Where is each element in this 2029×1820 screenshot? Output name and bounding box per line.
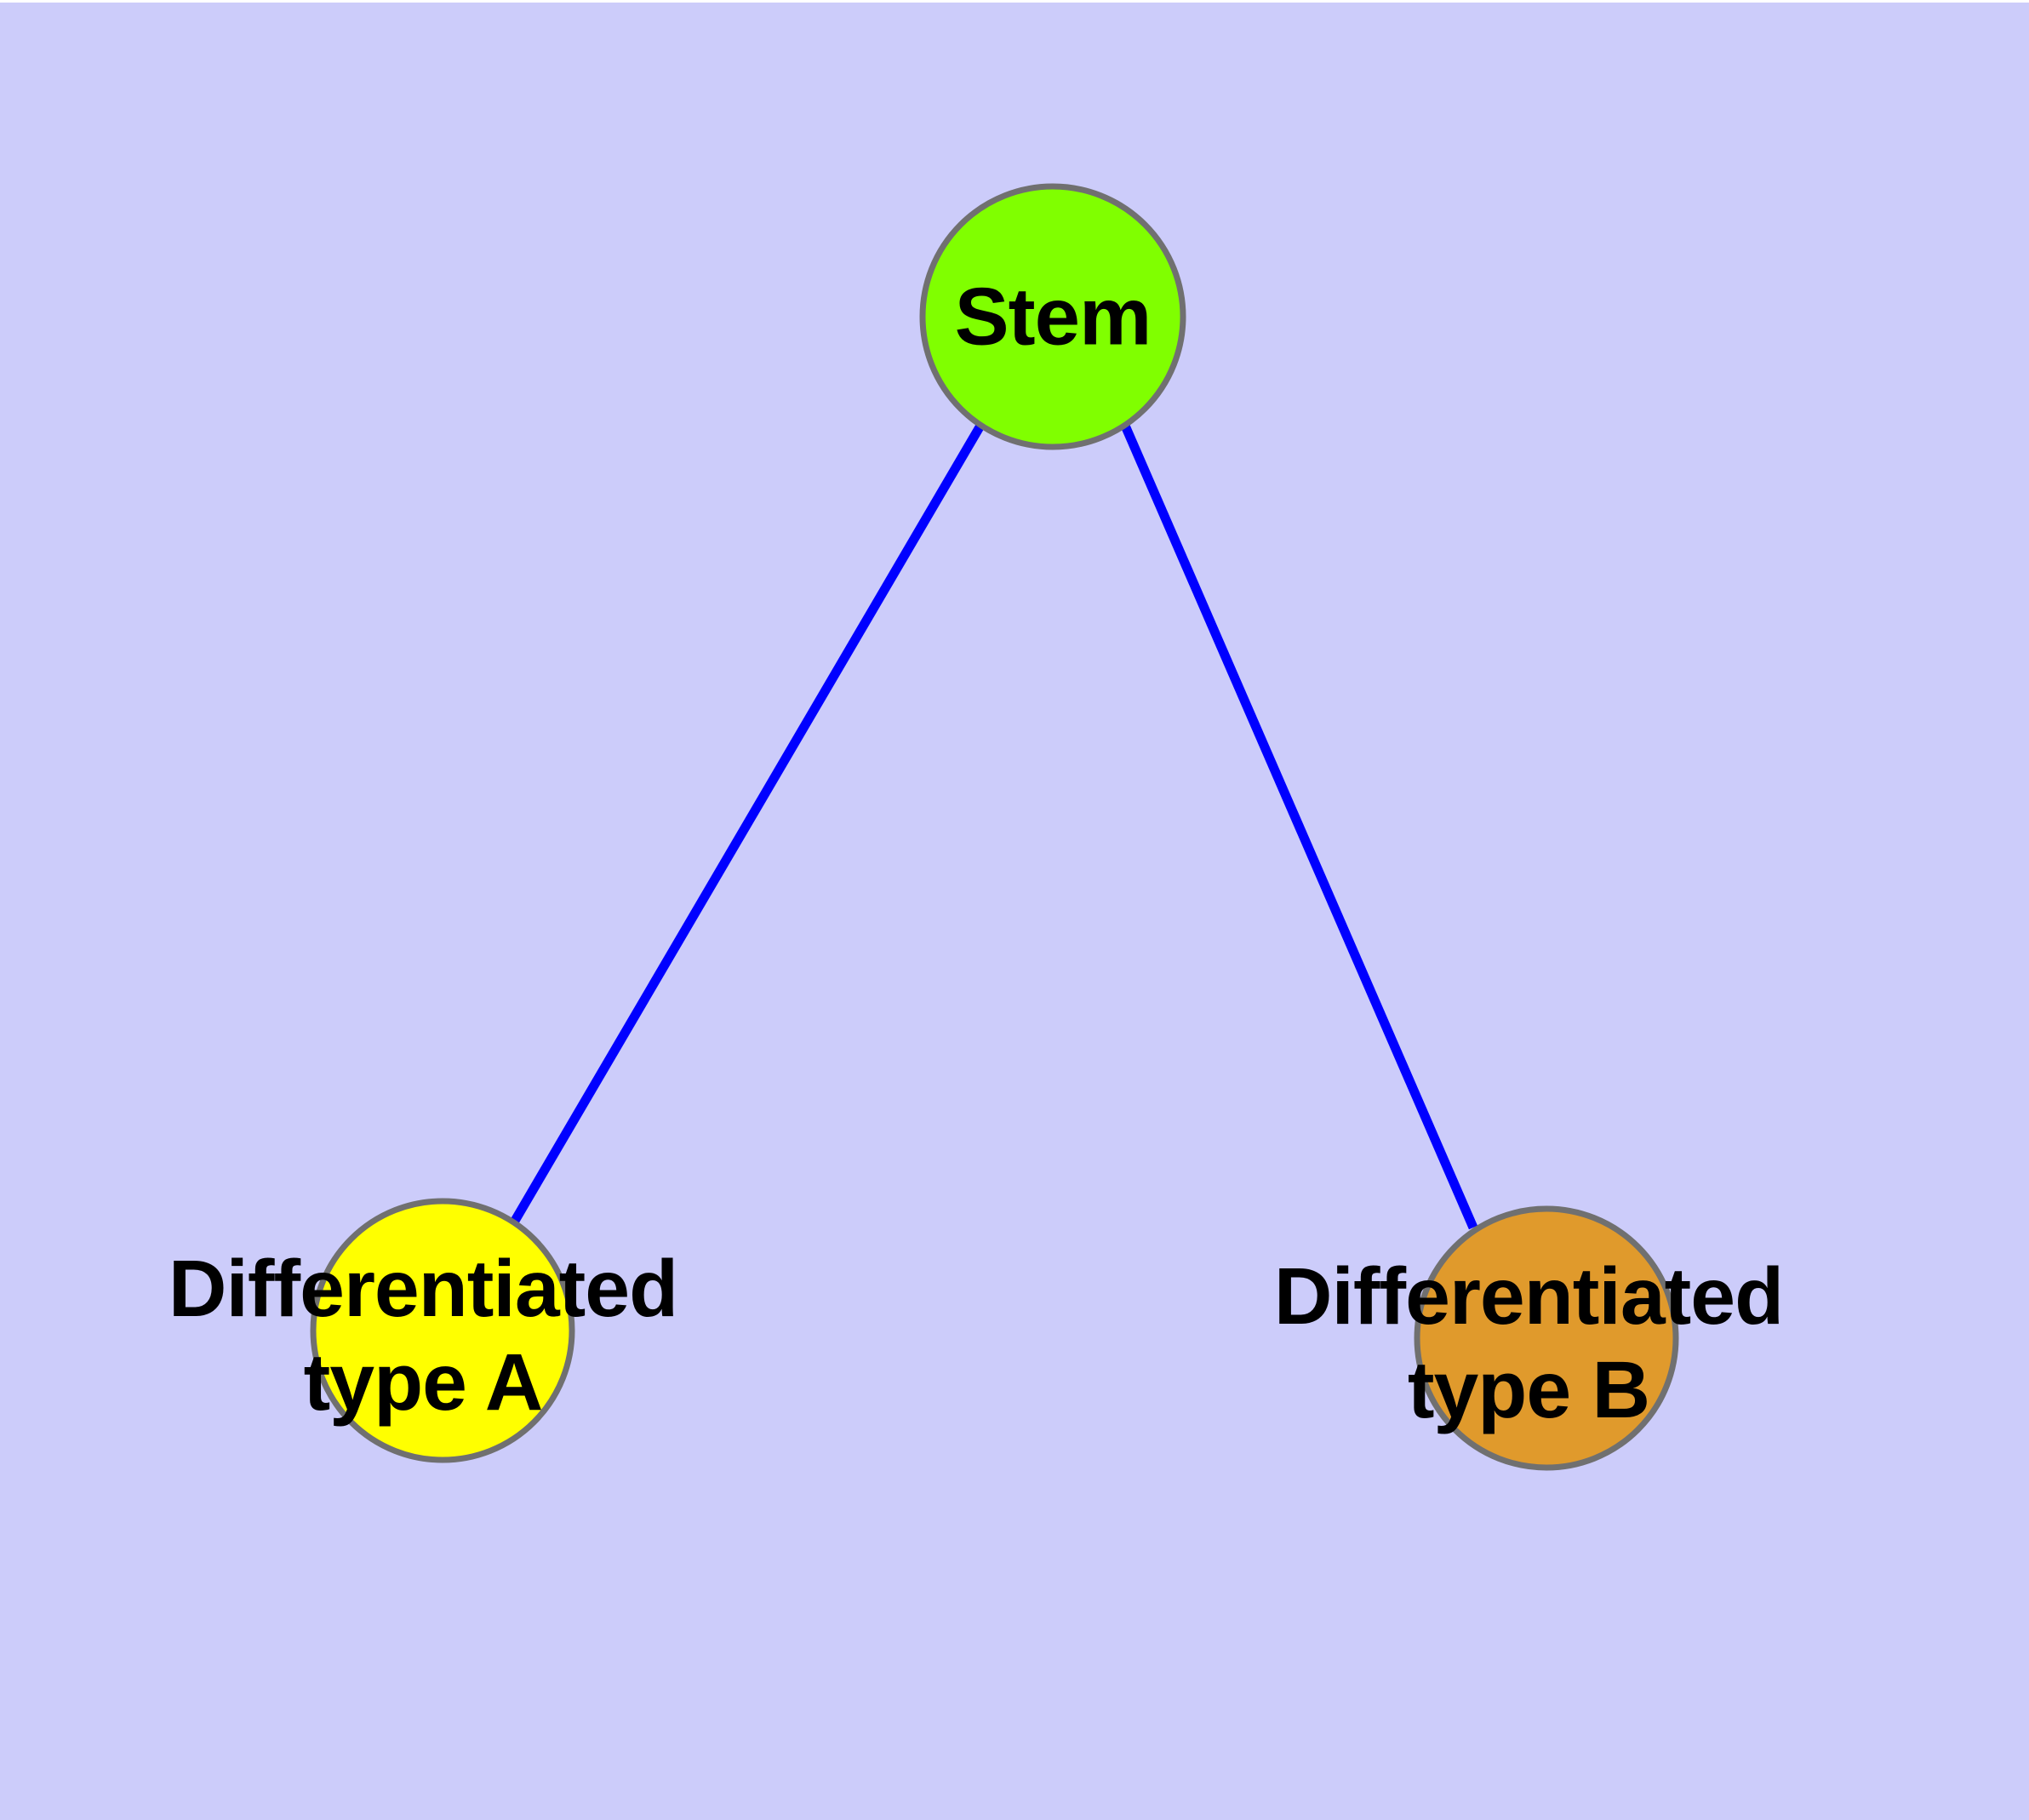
edge-stem-to-diff-b[interactable] [1120, 423, 1478, 1230]
edge-stem-to-diff-a[interactable] [511, 423, 985, 1223]
node-stem[interactable] [919, 183, 1186, 450]
node-group [310, 183, 1679, 1471]
node-differentiated-type-a[interactable] [310, 1198, 575, 1463]
edge-group [511, 423, 1478, 1230]
node-differentiated-type-b[interactable] [1414, 1205, 1679, 1471]
